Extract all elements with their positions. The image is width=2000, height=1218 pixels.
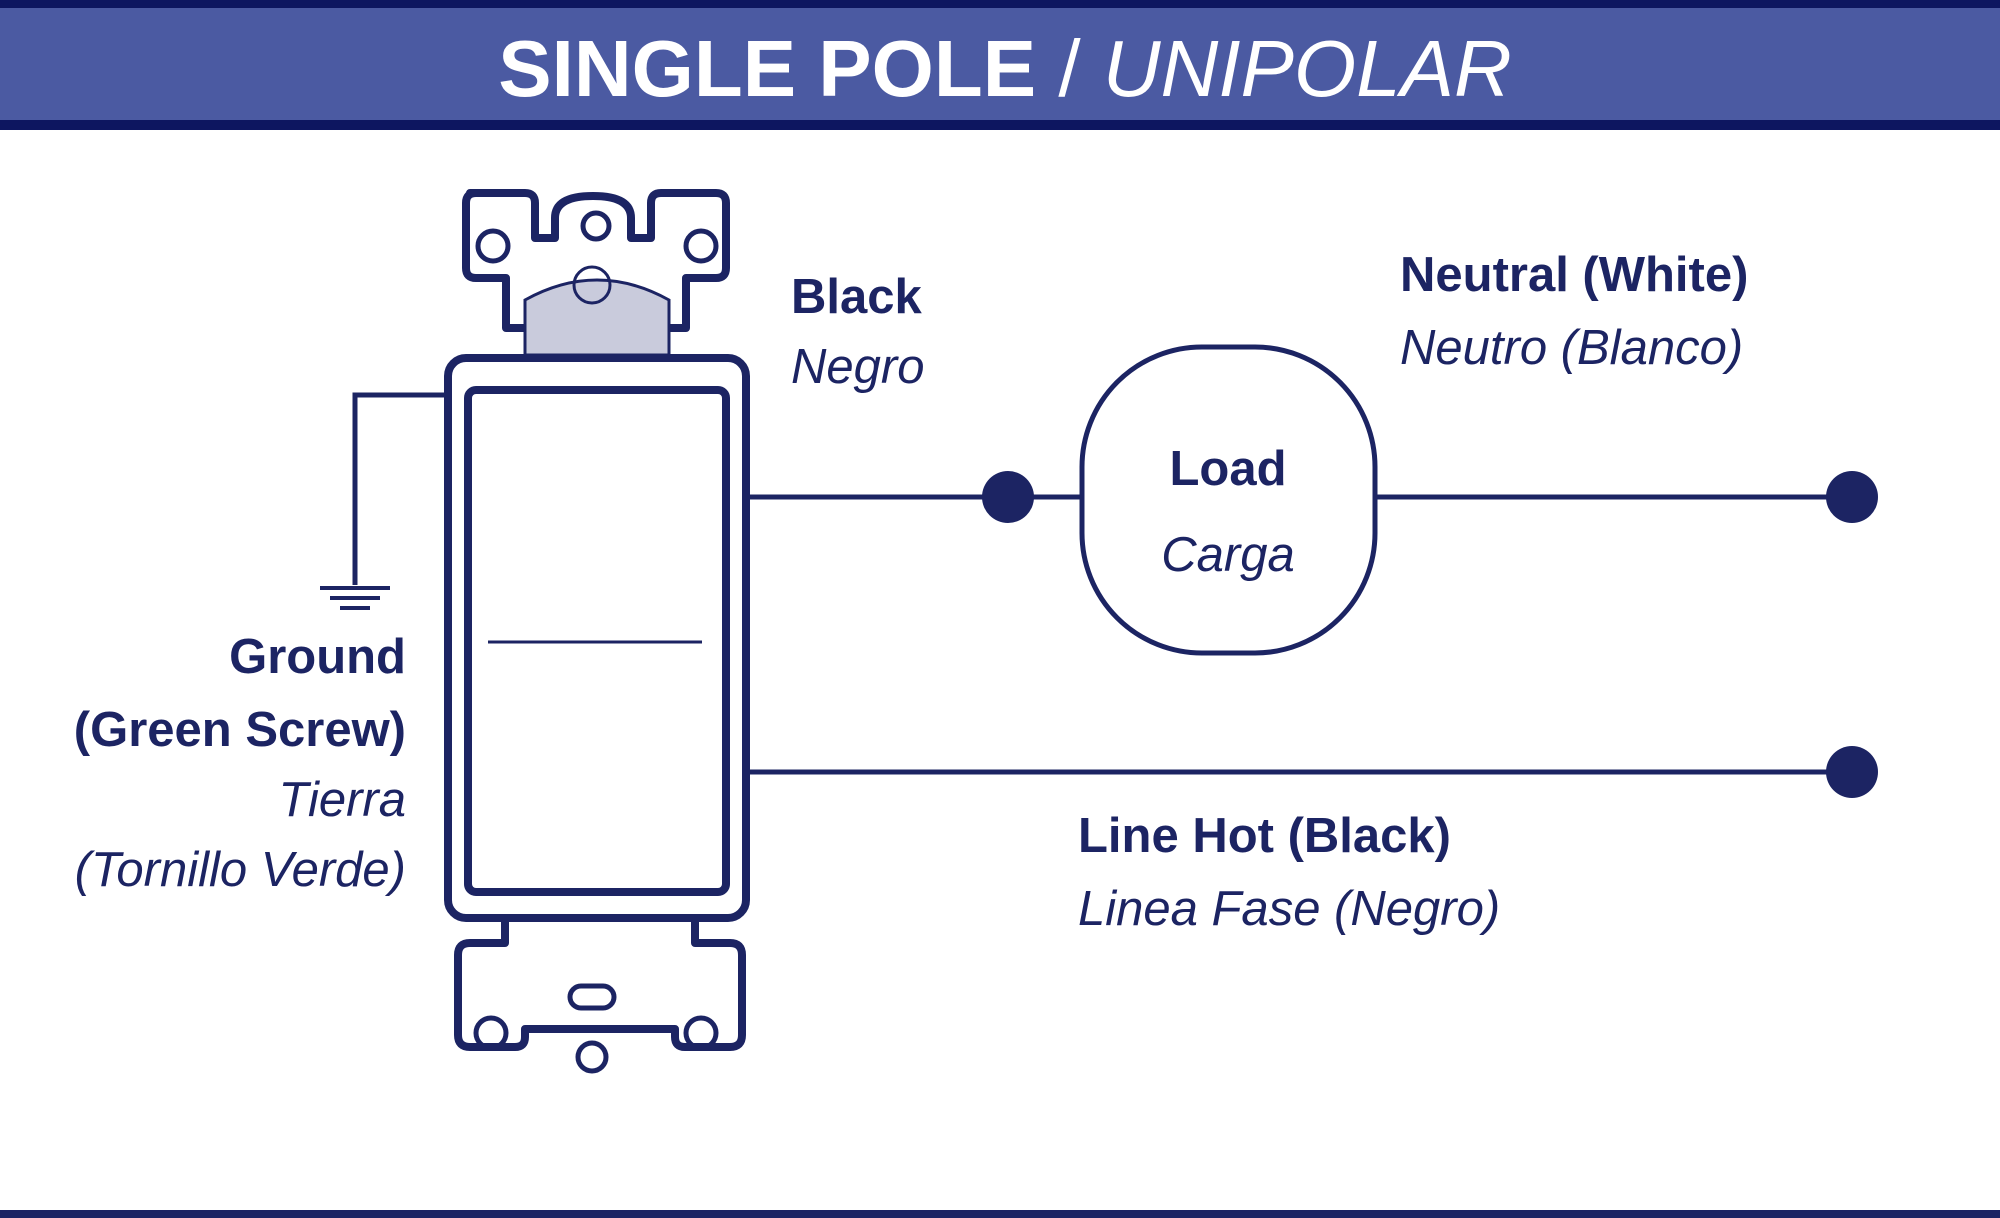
load-symbol xyxy=(1079,344,1378,656)
black-wire-terminal xyxy=(982,471,1034,523)
title-separator: / xyxy=(1036,24,1103,113)
ground-label: Ground xyxy=(229,630,406,684)
bottom-border xyxy=(0,1210,2000,1218)
ground-wire xyxy=(320,392,446,610)
load-label: Load xyxy=(1169,442,1286,496)
bottom-yoke xyxy=(454,918,746,1051)
header-banner: SINGLE POLE / UNIPOLAR xyxy=(0,0,2000,130)
carga-label: Carga xyxy=(1161,528,1294,582)
linea-fase-label: Linea Fase (Negro) xyxy=(1078,882,1500,936)
green-screw-label: (Green Screw) xyxy=(74,703,406,757)
title-spanish: UNIPOLAR xyxy=(1103,24,1512,113)
tornillo-verde-label: (Tornillo Verde) xyxy=(75,843,406,897)
load-circuit xyxy=(746,344,1878,798)
neutral-label: Neutral (White) xyxy=(1400,248,1748,302)
switch-toggle xyxy=(464,386,730,896)
neutro-label: Neutro (Blanco) xyxy=(1400,321,1743,375)
line-hot-terminal xyxy=(1826,746,1878,798)
neutral-terminal xyxy=(1826,471,1878,523)
line-hot-label: Line Hot (Black) xyxy=(1078,809,1451,863)
top-yoke xyxy=(462,189,730,332)
switch-body xyxy=(444,354,750,922)
black-label: Black xyxy=(791,270,923,324)
tierra-label: Tierra xyxy=(278,773,406,827)
switch-device xyxy=(444,189,750,1074)
header-title: SINGLE POLE / UNIPOLAR xyxy=(498,24,1512,113)
negro-label: Negro xyxy=(791,340,924,394)
title-english: SINGLE POLE xyxy=(498,24,1036,113)
